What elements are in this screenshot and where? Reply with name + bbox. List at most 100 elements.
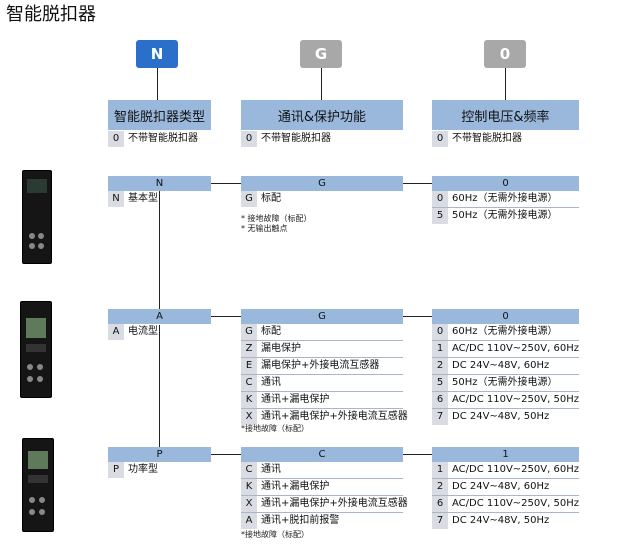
option-row-none-col1: 0 不带智能脱扣器 <box>108 131 211 147</box>
option-label: 不带智能脱扣器 <box>128 133 198 144</box>
option-label: 通讯 <box>261 464 281 475</box>
option-label: 基本型 <box>128 193 158 204</box>
connector-line <box>505 68 506 100</box>
option-label: DC 24V~48V, 50Hz <box>452 411 550 422</box>
option-label: 通讯+漏电保护 <box>261 394 330 405</box>
option-label: 通讯+漏电保护+外接电流互感器 <box>261 411 408 422</box>
group-header: 0 <box>432 176 579 191</box>
option-label: 通讯+漏电保护 <box>261 481 330 492</box>
option-code: 0 <box>241 131 257 147</box>
option-label: 标配 <box>261 326 281 337</box>
horizontal-connector <box>211 183 241 184</box>
option-code: P <box>108 462 124 478</box>
group-n-type: N N 基本型 <box>108 176 211 207</box>
horizontal-connector <box>211 316 241 317</box>
column-header-comm-protection: 通讯&保护功能 <box>241 100 403 130</box>
option-label: DC 24V~48V, 60Hz <box>452 360 550 371</box>
option-label: 通讯+漏电保护+外接电流互感器 <box>261 498 408 509</box>
option-label: AC/DC 110V~250V, 50Hz <box>452 394 579 405</box>
option-code: 0 <box>432 131 448 147</box>
option-code: X <box>241 409 257 425</box>
option-label: AC/DC 110V~250V, 60Hz <box>452 343 579 354</box>
code-box-n: N <box>136 40 178 68</box>
group-header: P <box>108 447 211 462</box>
option-label: 60Hz（无需外接电源） <box>452 193 558 204</box>
option-code: 2 <box>432 358 448 374</box>
option-code: K <box>241 392 257 408</box>
option-label: AC/DC 110V~250V, 60Hz <box>452 464 579 475</box>
option-label: DC 24V~48V, 50Hz <box>452 515 550 526</box>
group-n-function: G G 标配 <box>241 176 403 207</box>
horizontal-connector <box>403 183 432 184</box>
option-label: 不带智能脱扣器 <box>452 133 522 144</box>
option-code: G <box>241 191 257 207</box>
group-header: A <box>108 309 211 324</box>
column-header-trip-unit-type: 智能脱扣器类型 <box>108 100 211 130</box>
option-code: 6 <box>432 496 448 512</box>
footnote: * 接地故障（标配） <box>241 214 312 223</box>
option-code: Z <box>241 341 257 357</box>
option-label: 漏电保护 <box>261 343 301 354</box>
group-a-function: G G 标配 Z 漏电保护 E 漏电保护+外接电流互感器 C 通讯 K 通讯+漏电保护 X… <box>241 309 408 425</box>
option-code: 5 <box>432 208 448 224</box>
group-header: 1 <box>432 447 579 462</box>
option-label: 50Hz（无需外接电源） <box>452 377 558 388</box>
option-label: 标配 <box>261 193 281 204</box>
group-header: N <box>108 176 211 191</box>
option-code: 1 <box>432 462 448 478</box>
connector-line <box>321 68 322 100</box>
tree-trunk-line <box>159 325 160 447</box>
option-label: 通讯 <box>261 377 281 388</box>
code-box-0: 0 <box>484 40 526 68</box>
option-label: AC/DC 110V~250V, 50Hz <box>452 498 579 509</box>
trip-unit-power-image <box>22 438 54 532</box>
option-code: C <box>241 375 257 391</box>
footnote: *接地故障（标配） <box>241 424 309 433</box>
option-code: 1 <box>432 341 448 357</box>
code-box-g: G <box>300 40 342 68</box>
group-header: G <box>241 176 403 191</box>
option-label: 漏电保护+外接电流互感器 <box>261 360 380 371</box>
group-p-type: P P 功率型 <box>108 447 211 478</box>
option-code: C <box>241 462 257 478</box>
footnote: * 无输出触点 <box>241 224 288 233</box>
horizontal-connector <box>403 454 432 455</box>
group-p-function: C C 通讯 K 通讯+漏电保护 X 通讯+漏电保护+外接电流互感器 A 通讯+脱扣前报… <box>241 447 408 529</box>
option-code: 0 <box>108 131 124 147</box>
option-label: 功率型 <box>128 464 158 475</box>
connector-line <box>157 68 158 100</box>
option-code: 5 <box>432 375 448 391</box>
option-label: 通讯+脱扣前报警 <box>261 515 340 526</box>
option-code: A <box>108 324 124 340</box>
option-row-none-col3: 0 不带智能脱扣器 <box>432 131 579 147</box>
option-label: 不带智能脱扣器 <box>261 133 331 144</box>
page-title: 智能脱扣器 <box>6 4 96 25</box>
option-code: 0 <box>432 191 448 207</box>
option-code: A <box>241 513 257 529</box>
group-a-voltage: 0 0 60Hz（无需外接电源） 1 AC/DC 110V~250V, 60Hz 2… <box>432 309 579 425</box>
option-code: K <box>241 479 257 495</box>
option-code: E <box>241 358 257 374</box>
group-a-type: A A 电流型 <box>108 309 211 340</box>
option-code: X <box>241 496 257 512</box>
group-header: C <box>241 447 403 462</box>
option-row-none-col2: 0 不带智能脱扣器 <box>241 131 403 147</box>
trip-unit-current-image <box>20 301 52 398</box>
option-code: N <box>108 191 124 207</box>
trip-unit-basic-image <box>22 170 52 264</box>
tree-trunk-line <box>159 191 160 309</box>
option-label: 60Hz（无需外接电源） <box>452 326 558 337</box>
option-label: 50Hz（无需外接电源） <box>452 210 558 221</box>
option-code: 6 <box>432 392 448 408</box>
option-label: 电流型 <box>128 326 158 337</box>
option-code: 0 <box>432 324 448 340</box>
group-header: G <box>241 309 403 324</box>
horizontal-connector <box>211 454 241 455</box>
footnote: *接地故障（标配） <box>241 530 309 539</box>
option-code: G <box>241 324 257 340</box>
group-header: 0 <box>432 309 579 324</box>
group-n-voltage: 0 0 60Hz（无需外接电源） 5 50Hz（无需外接电源） <box>432 176 579 224</box>
option-label: DC 24V~48V, 60Hz <box>452 481 550 492</box>
option-code: 7 <box>432 513 448 529</box>
